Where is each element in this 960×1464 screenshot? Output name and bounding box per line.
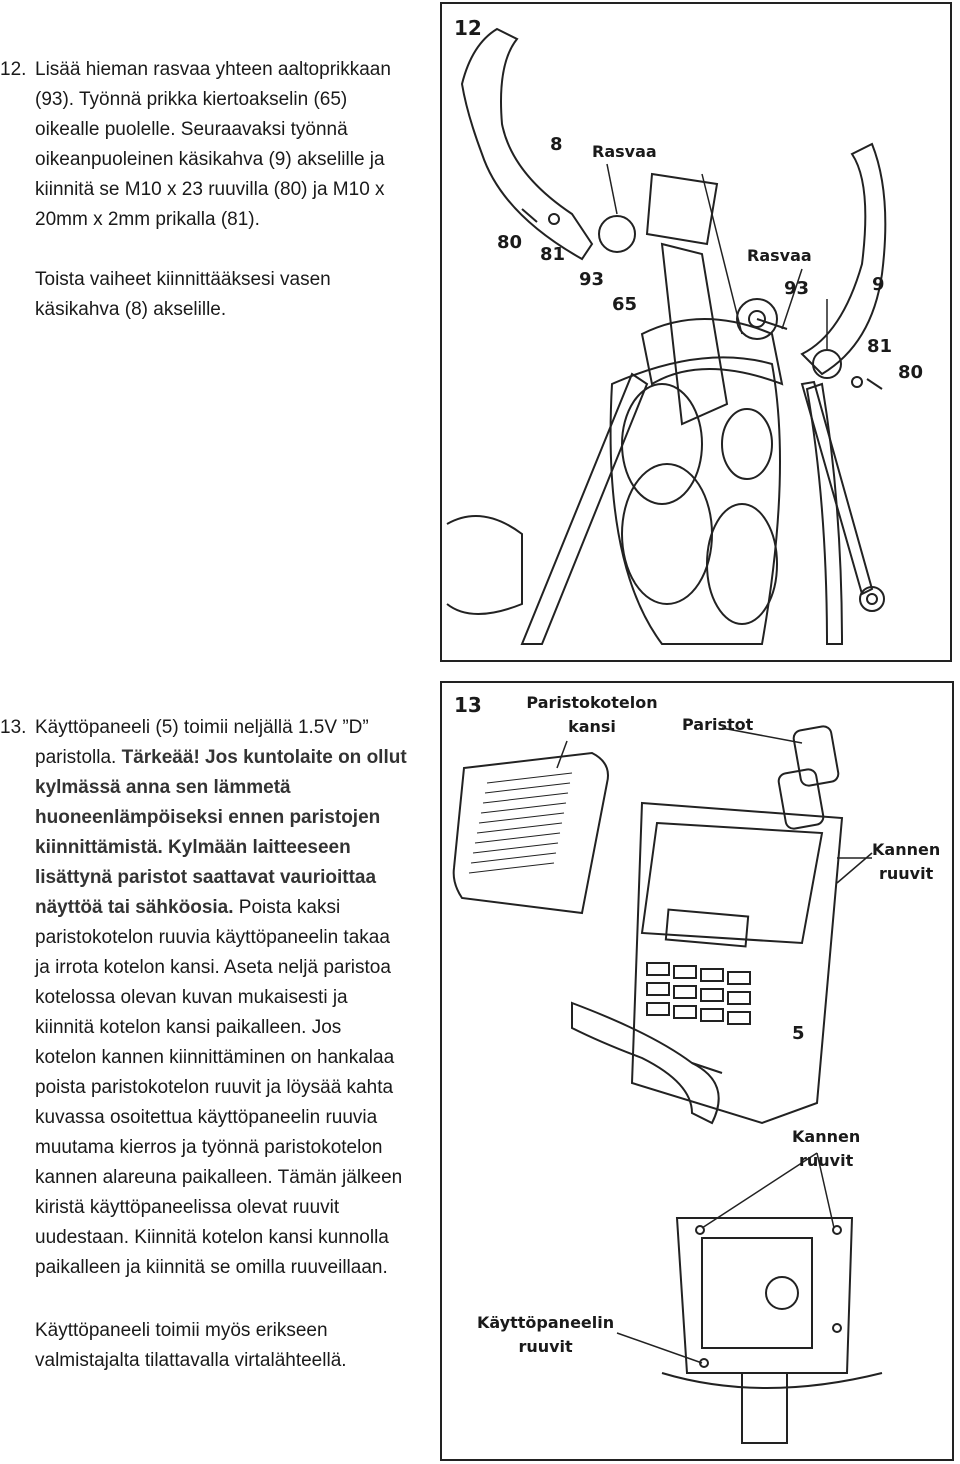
step-13: 13.Käyttöpaneeli (5) toimii neljällä 1.5…	[0, 713, 420, 1283]
step-12-line-3: oikealle puolelle. Seuraavaksi työnnä	[35, 119, 348, 140]
step-13-bold-line-2: huoneenlämpöiseksi ennen paristojen	[35, 807, 381, 828]
step-12-line-4: oikeanpuoleinen käsikahva (9) akselille …	[35, 149, 385, 170]
part-65: 65	[612, 294, 638, 315]
note-line-1: Käyttöpaneeli toimii myös erikseen	[35, 1320, 328, 1341]
step-13-bold-line-3: kiinnittämistä. Kylmään laitteeseen	[35, 837, 351, 858]
part-93-right: 93	[784, 278, 810, 299]
note-line-2: valmistajalta tilattavalla virtalähteell…	[35, 1350, 347, 1371]
step-12: 12.Lisää hieman rasvaa yhteen aaltoprikk…	[0, 55, 420, 325]
label-battery-cover: Paristokotelon kansi	[526, 693, 658, 736]
step-13-line-8: paristokotelon ruuvia käyttöpaneelin tak…	[35, 927, 390, 948]
step-13-line-16: kannen alareuna paikalleen. Tämän jälkee…	[35, 1167, 403, 1188]
figure-12-number: 12	[454, 16, 482, 40]
spacer	[0, 235, 420, 265]
step-12-sub-line-1: Toista vaiheet kiinnittääksesi vasen	[35, 269, 331, 290]
part-80-left: 80	[497, 232, 523, 253]
part-81-right: 81	[867, 336, 893, 357]
label-rasvaa-top: Rasvaa	[592, 142, 657, 161]
part-93-left: 93	[579, 269, 605, 290]
step-12-sub-line-2: käsikahva (8) akselille.	[35, 299, 227, 320]
power-supply-note: Käyttöpaneeli toimii myös erikseen valmi…	[35, 1316, 435, 1376]
handlebar-drawing	[446, 27, 887, 645]
step-13-bold-line-4: lisättynä paristot saattavat vaurioittaa	[35, 867, 377, 888]
step-13-line-12: kotelon kannen kiinnittäminen on hankala…	[35, 1047, 395, 1068]
step-13-line-19: paikalleen ja kiinnitä se omilla ruuveil…	[35, 1257, 388, 1278]
step-12-line-5: kiinnitä se M10 x 23 ruuvilla (80) ja M1…	[35, 179, 385, 200]
console-drawing	[452, 725, 883, 1444]
step-13-line-1: 13.Käyttöpaneeli (5) toimii neljällä 1.5…	[0, 713, 420, 743]
part-8: 8	[550, 134, 563, 155]
step-13-number: 13.	[0, 717, 27, 738]
step-13-line-7: näyttöä tai sähköosia. Poista kaksi	[35, 897, 341, 918]
part-81-left: 81	[540, 244, 566, 265]
step-13-line-17: kiristä käyttöpaneelissa olevat ruuvit	[35, 1197, 340, 1218]
step-12-line-6: 20mm x 2mm prikalla (81).	[35, 209, 260, 230]
step-12-line-1: 12.Lisää hieman rasvaa yhteen aaltoprikk…	[0, 55, 420, 85]
step-13-line-15: muutama kierros ja työnnä paristokotelon	[35, 1137, 383, 1158]
step-13-line-13: poista paristokotelon ruuvit ja löysää k…	[35, 1077, 394, 1098]
figure-13-number: 13	[454, 693, 482, 717]
figure-12-handlebar-assembly: 12 Rasvaa Rasvaa 8 80 81 93 65 93 9 81 8…	[440, 2, 952, 662]
step-13-line-9: ja irrota kotelon kansi. Aseta neljä par…	[35, 957, 391, 978]
step-13-line-14: kuvassa osoitettua käyttöpaneelin ruuvia	[35, 1107, 378, 1128]
step-13-line-2: paristolla. Tärkeää! Jos kuntolaite on o…	[35, 747, 407, 768]
step-13-line-11: kiinnitä kotelon kansi paikalleen. Jos	[35, 1017, 342, 1038]
label-lid-screws-1: Kannen ruuvit	[872, 840, 941, 883]
step-13-line-18: uudestaan. Kiinnitä kotelon kansi kunnol…	[35, 1227, 389, 1248]
part-5: 5	[792, 1023, 805, 1044]
step-13-line-10: kotelossa olevan kuvan mukaisesti ja	[35, 987, 348, 1008]
part-9: 9	[872, 274, 885, 295]
label-rasvaa-right: Rasvaa	[747, 246, 812, 265]
label-panel-screws: Käyttöpaneelin ruuvit	[477, 1313, 615, 1356]
figure-13-console-batteries: 13 Paristokotelon kansi Paristot Kannen …	[440, 681, 954, 1461]
label-lid-screws-2: Kannen ruuvit	[792, 1127, 861, 1170]
step-12-line-2: (93). Työnnä prikka kiertoakselin (65)	[35, 89, 348, 110]
part-80-right: 80	[898, 362, 924, 383]
step-12-number: 12.	[0, 59, 27, 80]
label-batteries: Paristot	[682, 715, 754, 734]
step-13-bold-line-1: kylmässä anna sen lämmetä	[35, 777, 291, 798]
